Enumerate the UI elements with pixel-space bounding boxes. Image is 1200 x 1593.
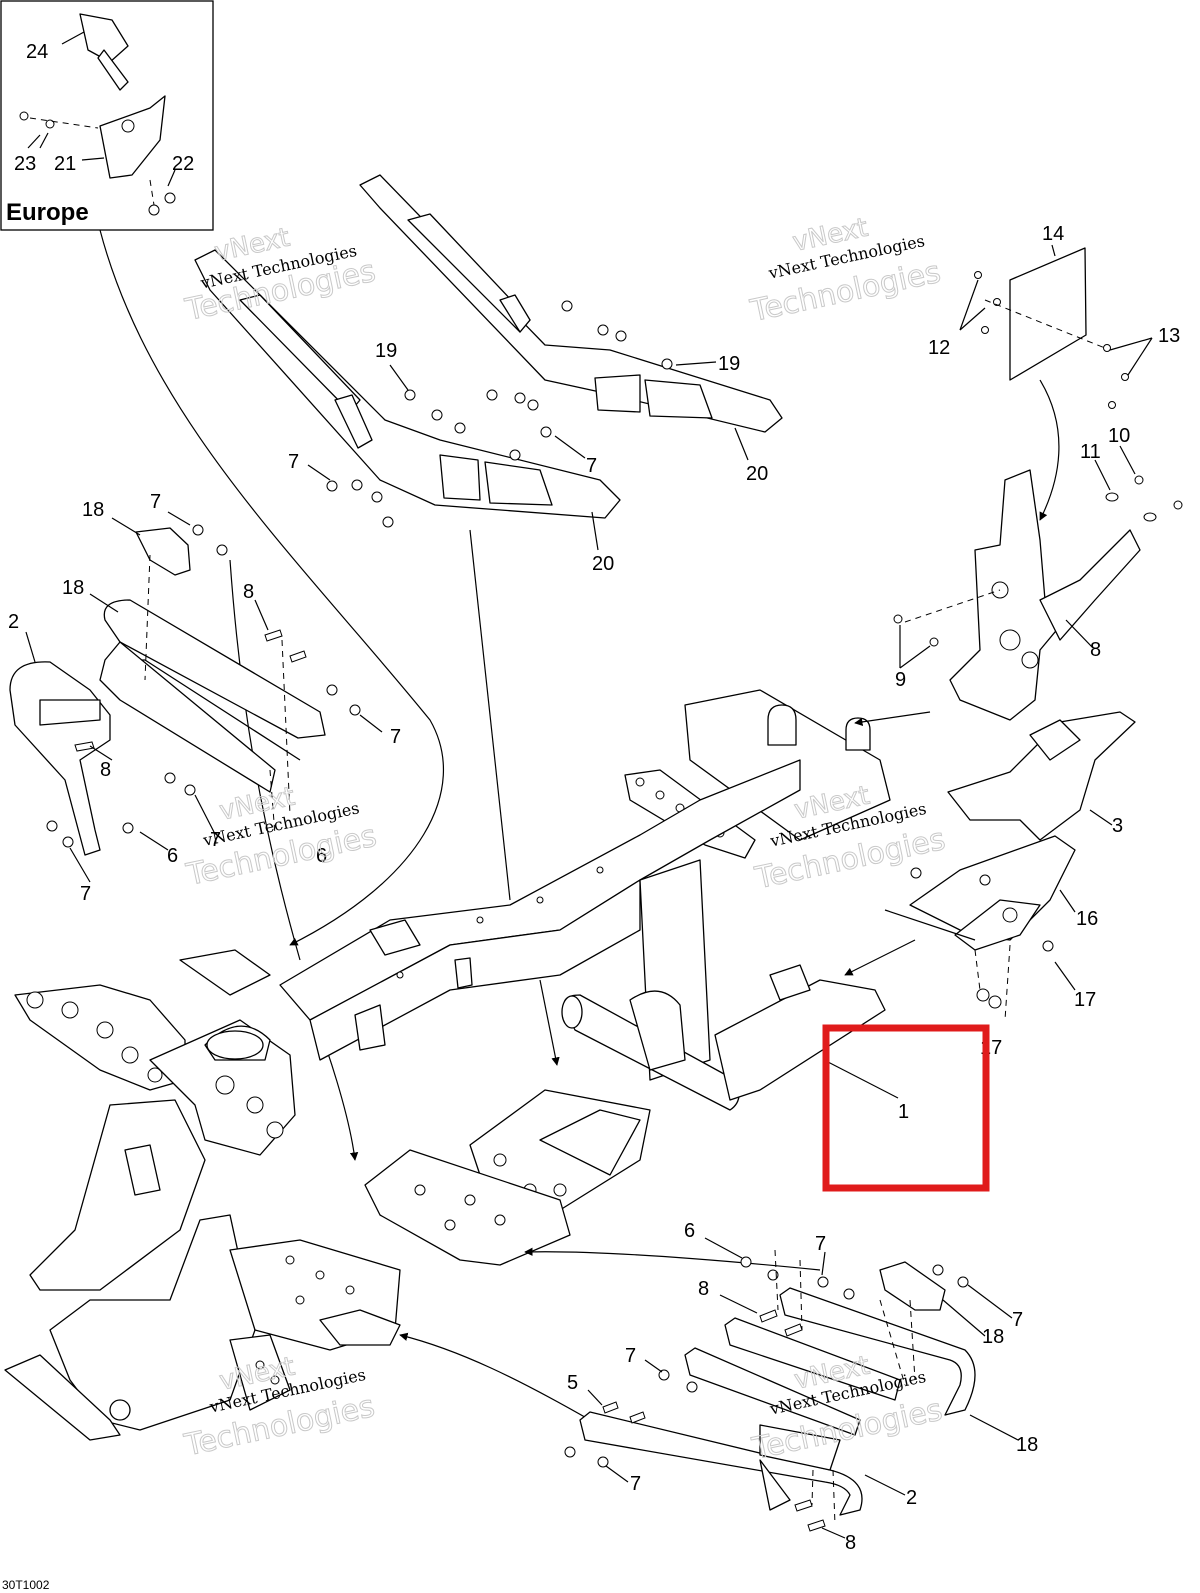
bracket-3-part xyxy=(947,711,1136,841)
europe-label: Europe xyxy=(6,199,89,226)
callout-7-right-d: 7 xyxy=(630,1473,641,1495)
rear-bumper-right-group xyxy=(564,1237,1019,1539)
callout-22: 22 xyxy=(172,153,194,175)
bracket-17-left xyxy=(135,527,191,576)
callout-6-right-a: 6 xyxy=(684,1220,695,1242)
callout-5: 14 xyxy=(1042,223,1064,245)
callout-4: 8 xyxy=(1090,639,1101,661)
callout-23: 23 xyxy=(14,153,36,175)
callout-8-left-b: 8 xyxy=(100,759,111,781)
callout-19-right: 19 xyxy=(718,353,740,375)
callout-24: 24 xyxy=(26,41,48,63)
callout-18-right: 18 xyxy=(1016,1434,1038,1456)
rear-bumper-left-group xyxy=(9,511,383,883)
ignition-switch-part xyxy=(79,13,129,63)
callout-8-left-a: 8 xyxy=(243,581,254,603)
side-rail-upper-left xyxy=(194,249,621,519)
bracket-17-right xyxy=(879,1261,946,1311)
callout-15: 17 xyxy=(1074,989,1096,1011)
callout-14: 16 xyxy=(1076,908,1098,930)
callout-20-lower: 20 xyxy=(592,553,614,575)
callout-7-left-d: 7 xyxy=(80,883,91,905)
callout-3: 3 xyxy=(1112,815,1123,837)
europe-inset: 24 23 21 22 Europe xyxy=(0,0,214,231)
mount-bracket-part xyxy=(893,445,1183,721)
callout-6-right-b: 5 xyxy=(567,1372,578,1394)
callout-6-left-b: 6 xyxy=(316,845,327,867)
callout-17-right: 18 xyxy=(982,1326,1004,1348)
main-frame-part xyxy=(4,689,891,1441)
reference-code: 30T1002 xyxy=(2,1578,50,1592)
callout-17-left: 18 xyxy=(82,499,104,521)
callout-8-right-a: 8 xyxy=(698,1278,709,1300)
bracket-21-part xyxy=(99,95,166,179)
callout-7-right-c: 7 xyxy=(625,1345,636,1367)
callout-19-left: 19 xyxy=(375,340,397,362)
callout-2-left: 2 xyxy=(8,611,19,633)
callout-21: 21 xyxy=(54,153,76,175)
callout-9: 9 xyxy=(895,669,906,691)
bumper-2-left xyxy=(9,661,111,856)
callout-13: 13 xyxy=(1158,325,1180,347)
callout-18-left: 18 xyxy=(62,577,84,599)
callout-2-right: 2 xyxy=(906,1487,917,1509)
callout-7-left-c: 7 xyxy=(210,829,221,851)
callout-6-left-a: 6 xyxy=(167,845,178,867)
highlight-box xyxy=(822,1024,990,1192)
callout-10: 10 xyxy=(1108,425,1130,447)
callout-7-rail-mid: 7 xyxy=(586,455,597,477)
bumper-2-right xyxy=(579,1411,863,1516)
callout-8-right-b: 8 xyxy=(845,1532,856,1554)
rail-18-right xyxy=(779,1287,976,1416)
callout-20-upper: 20 xyxy=(746,463,768,485)
callout-7-right-b: 7 xyxy=(1012,1309,1023,1331)
callout-7-left-b: 7 xyxy=(390,726,401,748)
callout-7-left-a: 7 xyxy=(150,491,161,513)
plate-14-part xyxy=(884,835,1076,1021)
watermark-3: vNext Technologies vNext Technologies xyxy=(182,781,380,893)
shield-plate-part xyxy=(959,244,1153,521)
watermark-2: vNext Technologies vNext Technologies xyxy=(746,212,944,329)
callout-7-right-a: 7 xyxy=(815,1233,826,1255)
side-rail-upper-right xyxy=(359,174,783,433)
callout-11: 11 xyxy=(1080,441,1101,463)
rail-fasteners xyxy=(326,300,673,528)
callout-1: 1 xyxy=(898,1101,909,1123)
callout-7-rail-left: 7 xyxy=(288,451,299,473)
callout-12: 12 xyxy=(928,337,950,359)
